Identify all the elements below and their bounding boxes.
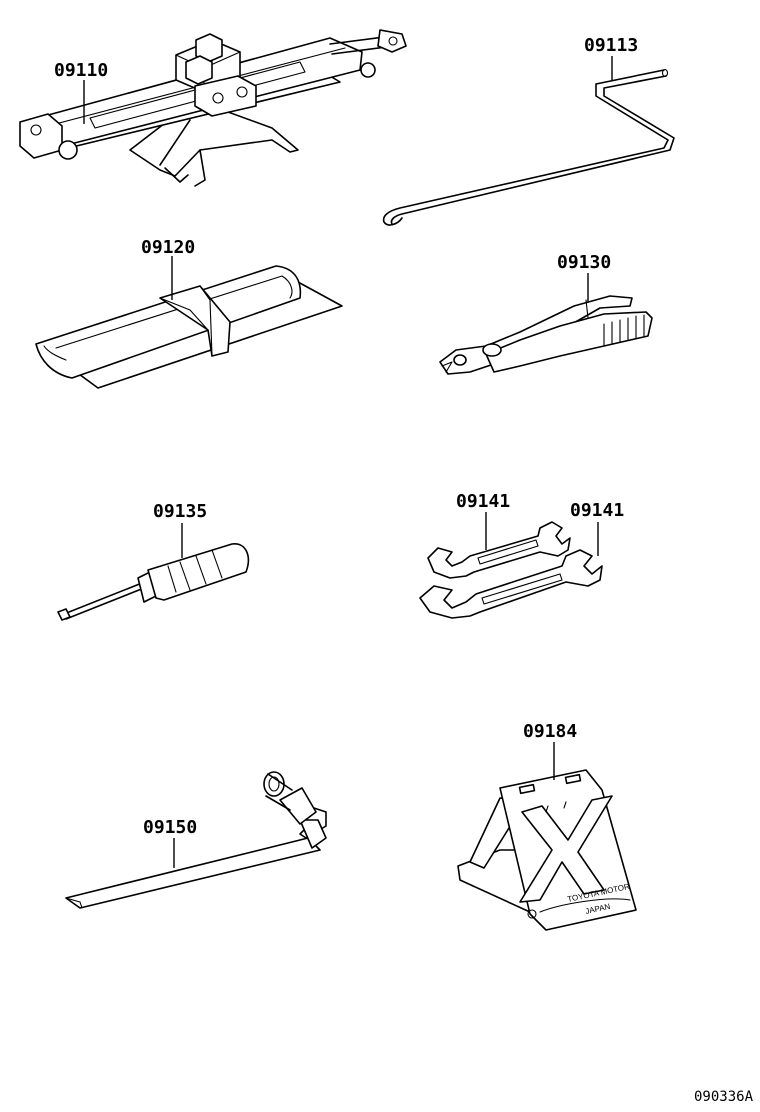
- screwdriver-icon: [57, 543, 250, 621]
- wheel-chock-icon: TOYOTA MOTOR JAPAN: [457, 769, 637, 931]
- part-number-09141-b: 09141: [570, 500, 624, 521]
- part-number-09113: 09113: [584, 35, 638, 56]
- part-number-09130: 09130: [557, 252, 611, 273]
- part-number-09120: 09120: [141, 237, 195, 258]
- tool-bag-icon: [35, 265, 343, 389]
- open-end-wrench-icon: [419, 549, 603, 619]
- part-number-09184: 09184: [523, 721, 577, 742]
- pliers-icon: [439, 295, 653, 375]
- part-number-09150: 09150: [143, 817, 197, 838]
- open-end-wrench-icon: [427, 521, 571, 579]
- part-number-09141-a: 09141: [456, 491, 510, 512]
- scissor-jack-icon: [19, 29, 407, 187]
- part-number-09110: 09110: [54, 60, 108, 81]
- lug-wrench-icon: [65, 771, 327, 909]
- illustration-ref-code: 090336A: [694, 1089, 754, 1105]
- jack-handle-rod-icon: [382, 68, 675, 226]
- part-number-09135: 09135: [153, 501, 207, 522]
